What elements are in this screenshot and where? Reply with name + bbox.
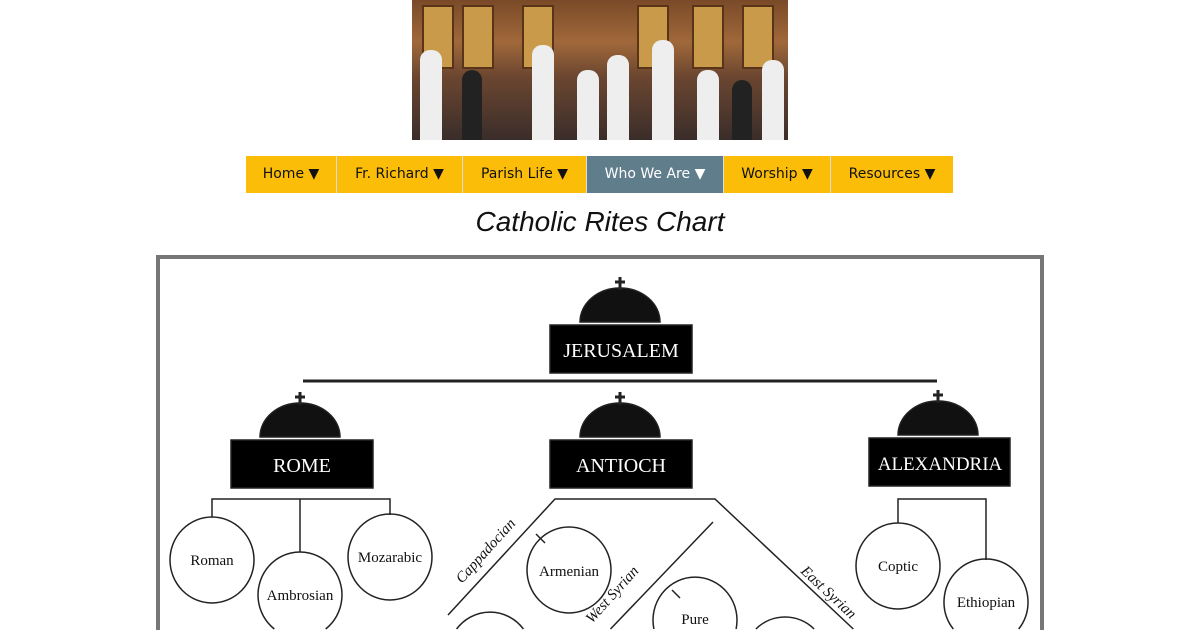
dome-antioch [579, 392, 661, 438]
rite-coptic: Coptic [878, 559, 918, 575]
dome-rome [259, 392, 341, 438]
nav-fr-richard[interactable]: Fr. Richard ▼ [337, 156, 463, 193]
nav-parish-life[interactable]: Parish Life ▼ [463, 156, 587, 193]
nav-resources[interactable]: Resources ▼ [848, 166, 936, 182]
nav-home[interactable]: Home ▼ [246, 156, 337, 193]
nav-who-we-are[interactable]: Who We Are ▼ [587, 156, 724, 193]
rite-ethiopian: Ethiopian [957, 595, 1016, 611]
dome-jerusalem [579, 277, 661, 323]
rite-ambrosian: Ambrosian [267, 588, 334, 604]
rite-mozarabic: Mozarabic [358, 550, 422, 566]
label-antioch: ANTIOCH [576, 455, 666, 477]
liturgy-photo [412, 0, 788, 140]
label-jerusalem: JERUSALEM [563, 340, 679, 362]
page-title: Catholic Rites Chart [475, 206, 725, 237]
rite-pure: Pure [681, 612, 709, 628]
rite-roman: Roman [190, 553, 234, 569]
label-alexandria: ALEXANDRIA [878, 454, 1003, 475]
main-nav: Home ▼ Fr. Richard ▼ Parish Life ▼ Who W… [246, 156, 953, 193]
label-cappadocian: Cappadocian [453, 516, 519, 587]
label-east-syrian: East Syrian [797, 563, 860, 623]
dome-alexandria [897, 390, 979, 436]
nav-worship[interactable]: Worship ▼ [724, 156, 831, 193]
label-rome: ROME [273, 455, 331, 477]
box-jerusalem [549, 324, 693, 374]
rite-armenian: Armenian [539, 564, 599, 580]
